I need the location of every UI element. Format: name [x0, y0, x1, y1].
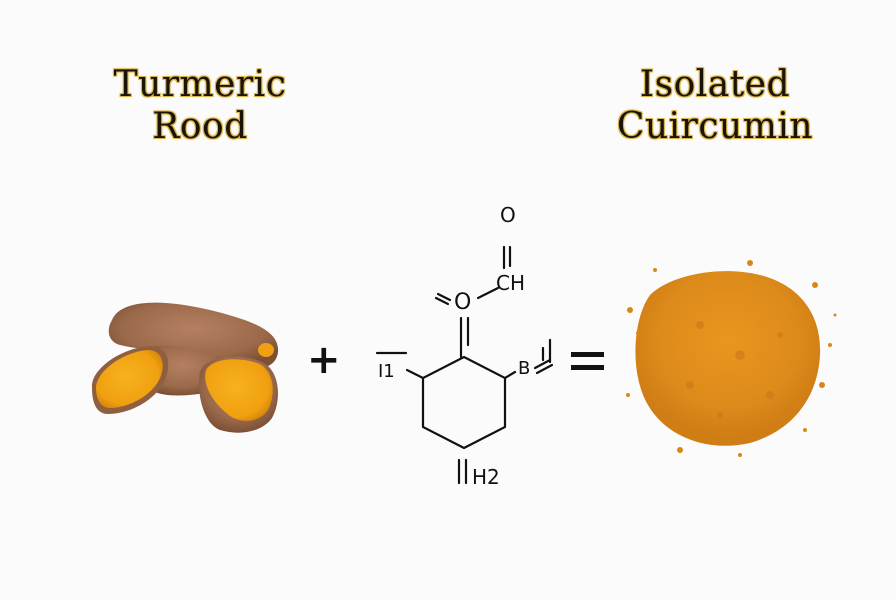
- top-oxygen-label: O: [500, 203, 516, 227]
- title-line-2: Rood: [152, 106, 248, 147]
- boron-label: B: [518, 358, 530, 379]
- mid-oxygen-label: O: [454, 290, 471, 315]
- molecule-structure: O CH O I1 B H2: [375, 203, 554, 489]
- turmeric-root-title: Turmeric Rood: [95, 64, 305, 148]
- turmeric-root-image: [91, 302, 279, 433]
- left-substituent-label: I1: [378, 361, 395, 382]
- isolated-curcumin-title: Isolated Cuircumin: [595, 64, 835, 148]
- bottom-h2-label: H2: [472, 465, 500, 489]
- equals-operator: [571, 352, 604, 372]
- title-line-1: Turmeric: [113, 64, 287, 105]
- title-line-2: Cuircumin: [616, 106, 814, 147]
- plus-operator: +: [307, 337, 341, 383]
- title-line-1: Isolated: [639, 64, 791, 105]
- ch-label: CH: [496, 271, 525, 295]
- curcumin-powder-image: [626, 260, 837, 457]
